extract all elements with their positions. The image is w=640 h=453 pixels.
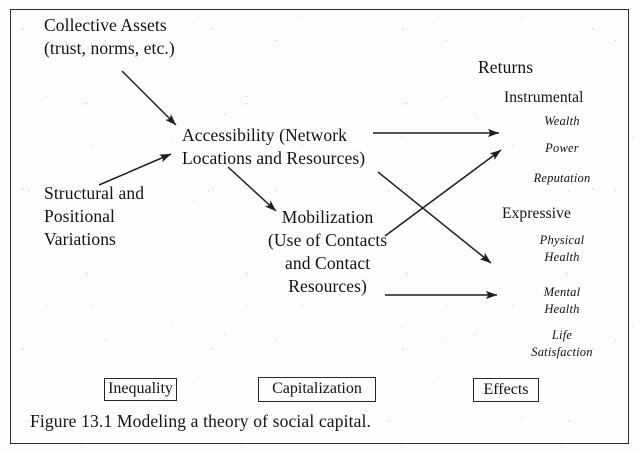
node-structural-positional-variations: Structural and Positional Variations: [44, 183, 145, 250]
return-item-wealth: Wealth: [544, 114, 580, 128]
returns-heading: Returns: [478, 57, 534, 77]
return-item-physical-health: Physical Health: [539, 233, 585, 264]
node-accessibility: Accessibility (Network Locations and Res…: [182, 125, 366, 169]
stage-box-inequality: Inequality: [104, 378, 177, 401]
returns-group-expressive-label: Expressive: [502, 205, 572, 222]
return-item-power: Power: [545, 141, 579, 155]
return-item-life-satisfaction: Life Satisfaction: [531, 328, 593, 359]
returns-group-instrumental-label: Instrumental: [504, 89, 584, 106]
node-mobilization: Mobilization (Use of Contacts and Contac…: [268, 207, 388, 297]
stage-box-capitalization: Capitalization: [258, 377, 376, 402]
node-collective-assets: Collective Assets (trust, norms, etc.): [44, 15, 175, 59]
figure-caption: Figure 13.1 Modeling a theory of social …: [30, 411, 372, 431]
return-item-reputation: Reputation: [533, 171, 591, 185]
return-item-mental-health: Mental Health: [543, 285, 581, 316]
stage-box-effects: Effects: [473, 378, 539, 402]
